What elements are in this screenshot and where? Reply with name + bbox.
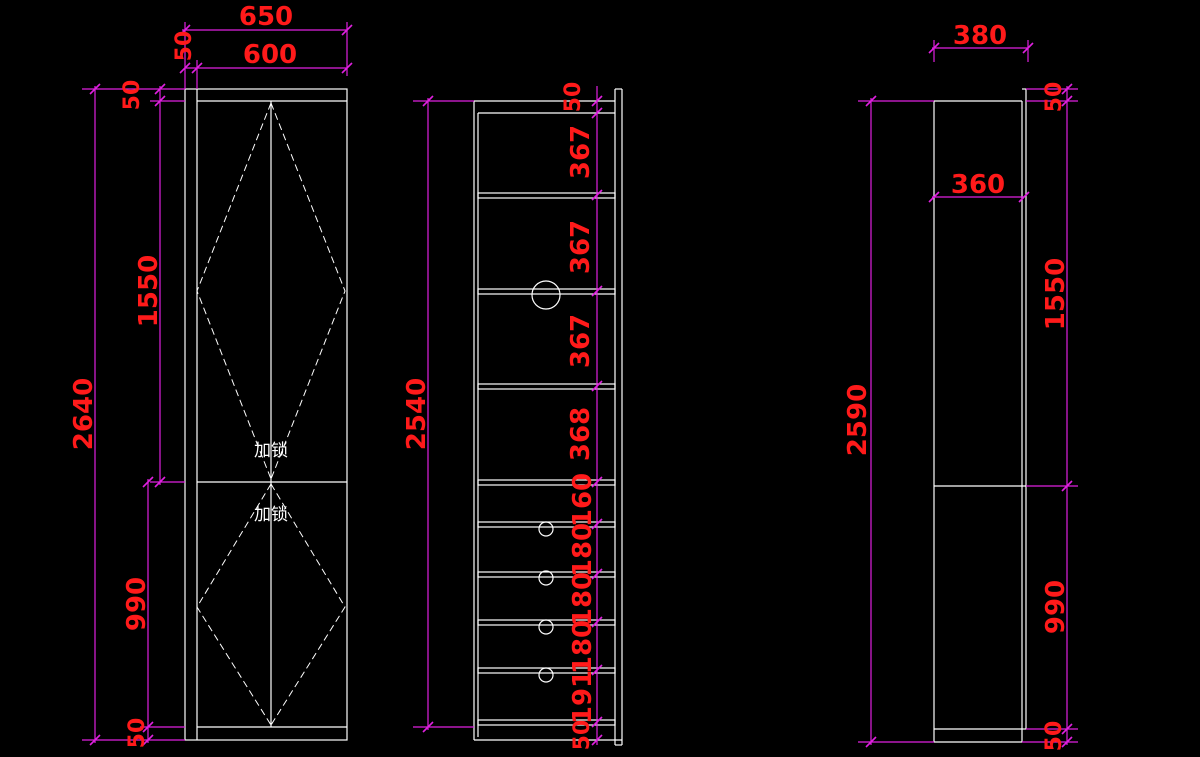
front-top-thickness: 50 (120, 80, 145, 111)
side-lower-section: 990 (1041, 580, 1071, 634)
section-shelf-3: 367 (566, 314, 596, 368)
front-bottom-thickness: 50 (125, 718, 150, 749)
section-top-thickness: 50 (561, 82, 586, 113)
front-width-overall: 650 (239, 2, 293, 32)
front-width-inner: 600 (243, 40, 297, 70)
side-view: 380 360 2590 50 (843, 21, 1078, 751)
shelf-line (477, 383, 616, 390)
grommet-hole (531, 280, 561, 310)
section-shelf-2: 367 (566, 220, 596, 274)
front-upper-section: 1550 (134, 255, 164, 327)
section-drawer-5: 191 (568, 670, 598, 724)
drawer-handle (538, 667, 554, 683)
drawer-handle (538, 521, 554, 537)
section-bottom-thickness: 50 (570, 720, 595, 751)
section-height-total: 2540 (402, 378, 432, 450)
shelf-line (477, 479, 616, 486)
front-height-dimensions: 2640 50 1550 990 50 (69, 80, 185, 749)
front-outer-frame (184, 88, 348, 741)
section-drawer-3: 180 (568, 572, 598, 626)
drawer-handle (538, 570, 554, 586)
lock-label-lower: 加锁 (254, 505, 288, 525)
side-depth-dimensions: 380 360 (928, 21, 1034, 203)
section-drawer-1: 160 (568, 473, 598, 527)
section-drawer-4: 180 (568, 620, 598, 674)
side-height-dimension: 2590 (843, 95, 934, 748)
side-bottom-thickness: 50 (1042, 721, 1067, 752)
side-depth-inner: 360 (951, 170, 1005, 200)
side-depth-overall: 380 (953, 21, 1007, 51)
upper-right-door-swing (270, 102, 346, 480)
section-height-dimension: 2540 (402, 95, 474, 733)
drawer-line (477, 571, 616, 578)
drawer-handle (538, 619, 554, 635)
front-width-dimensions: 650 600 50 (172, 2, 353, 89)
side-height-total: 2590 (843, 384, 873, 456)
front-height-total: 2640 (69, 378, 99, 450)
lower-left-door-swing (196, 483, 272, 726)
side-upper-section: 1550 (1041, 258, 1071, 330)
section-view: 2540 50 367 367 367 368 160 180 180 180 (402, 82, 623, 751)
section-chain-dimensions: 50 367 367 367 368 160 180 180 180 191 5… (561, 82, 603, 751)
lock-label-upper: 加锁 (254, 441, 288, 461)
front-side-thickness: 50 (172, 31, 197, 62)
section-drawer-2: 180 (568, 523, 598, 577)
shelf-line (477, 192, 616, 199)
shelf-line (477, 288, 616, 295)
section-shelf-4: 368 (566, 407, 596, 461)
drawer-line (477, 719, 616, 726)
section-shelf-1: 367 (566, 125, 596, 179)
side-chain-dimensions: 50 1550 990 50 (1022, 82, 1078, 752)
lower-right-door-swing (270, 483, 346, 726)
upper-left-door-swing (196, 102, 272, 480)
front-lower-section: 990 (122, 577, 152, 631)
front-view: 加锁 加锁 650 600 50 2640 (69, 2, 353, 749)
side-top-thickness: 50 (1042, 82, 1067, 113)
